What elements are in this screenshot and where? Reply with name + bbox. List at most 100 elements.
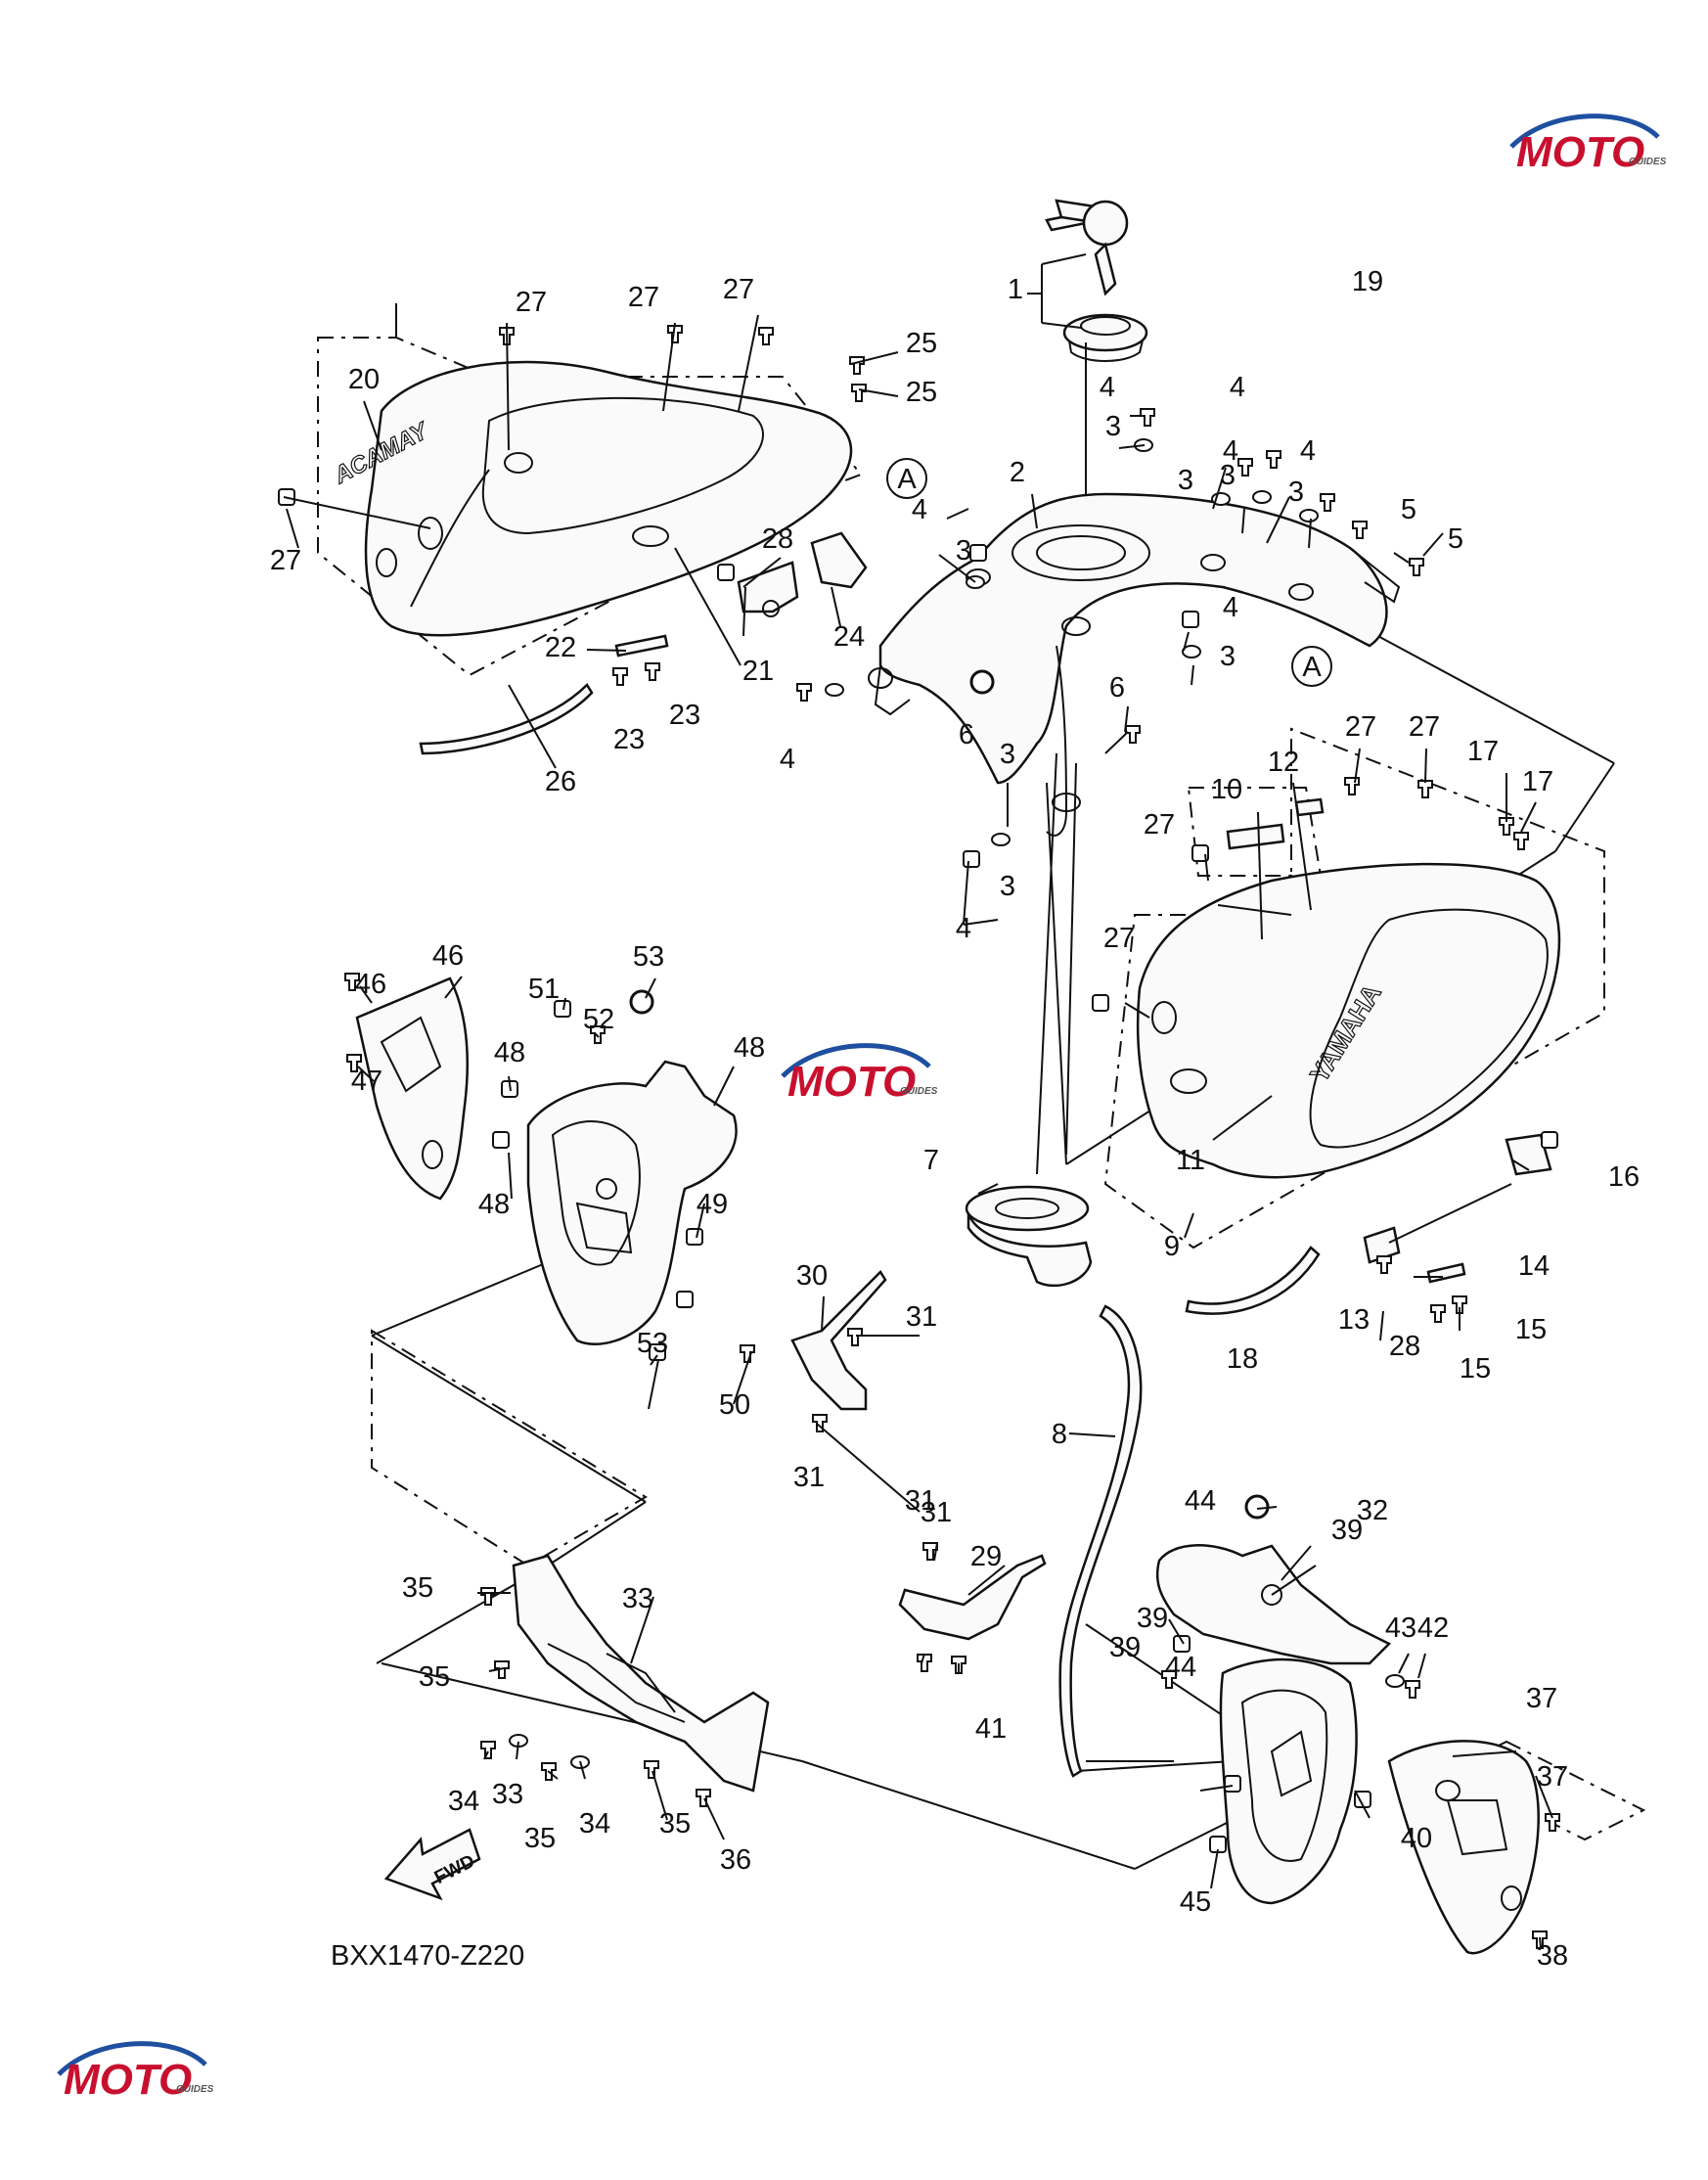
leader-line — [1068, 1432, 1116, 1437]
callout-22: 22 — [545, 632, 576, 663]
leader-line — [1535, 1775, 1553, 1819]
leader-line — [1292, 782, 1312, 911]
leader-line — [938, 554, 976, 583]
leader-line — [586, 649, 627, 652]
bolt-icon — [1417, 780, 1433, 798]
leader-line — [1104, 731, 1129, 754]
callout-15: 15 — [1515, 1314, 1547, 1345]
callout-49: 49 — [697, 1189, 728, 1220]
callout-4: 4 — [912, 494, 927, 525]
leader-line — [696, 1203, 705, 1239]
callout-5: 5 — [1401, 494, 1416, 525]
callout-35: 35 — [419, 1661, 450, 1693]
callout-25: 25 — [906, 377, 937, 408]
part-14-clip — [1426, 1262, 1466, 1284]
callout-8: 8 — [1052, 1419, 1067, 1450]
nut-icon — [1191, 844, 1209, 862]
callout-11: 11 — [1176, 1145, 1205, 1176]
leader-line — [1204, 853, 1209, 882]
grommet-icon — [629, 989, 654, 1015]
leader-line — [286, 508, 299, 549]
callout-43: 43 — [1385, 1612, 1416, 1644]
callout-27: 27 — [1103, 923, 1135, 954]
callout-34: 34 — [579, 1808, 610, 1839]
leader-line — [363, 400, 382, 451]
leader-line — [662, 322, 676, 412]
bolt-icon — [1452, 1295, 1467, 1314]
callout-33: 33 — [492, 1779, 523, 1810]
callout-24: 24 — [833, 621, 865, 653]
callout-51: 51 — [528, 974, 560, 1005]
leader-line — [933, 1542, 938, 1562]
callout-27: 27 — [1409, 711, 1440, 743]
bolt-icon — [849, 356, 865, 375]
part-21-bracket — [737, 561, 799, 617]
ref-marker-a-2-label: A — [1302, 652, 1322, 683]
watermark-logo-bottom-left: MOTO GUIDES — [57, 2041, 214, 2104]
callout-46: 46 — [432, 940, 464, 972]
leader-line — [921, 1653, 925, 1664]
watermark-text-1: MOTO — [1516, 128, 1644, 176]
callout-17: 17 — [1467, 736, 1499, 767]
callout-28: 28 — [762, 523, 793, 555]
part-10-decal — [1226, 823, 1285, 850]
leader-line — [1031, 493, 1038, 529]
watermark-subtext-2: GUIDES — [900, 1086, 938, 1097]
callout-27: 27 — [1144, 809, 1175, 840]
callout-3: 3 — [1000, 871, 1015, 902]
leader-line — [579, 1760, 586, 1780]
callout-39: 39 — [1137, 1603, 1168, 1634]
leader-line — [963, 919, 999, 926]
callout-29: 29 — [970, 1541, 1002, 1572]
diagram-code: BXX1470-Z220 — [331, 1940, 524, 1972]
callout-17: 17 — [1522, 766, 1553, 797]
nut-icon — [492, 1131, 510, 1149]
callout-45: 45 — [1180, 1886, 1211, 1918]
leader-line — [1199, 1785, 1234, 1792]
leader-line — [703, 1797, 725, 1840]
callout-3: 3 — [1105, 411, 1121, 442]
callout-28: 28 — [1389, 1331, 1420, 1362]
callout-7: 7 — [923, 1145, 939, 1176]
nut-icon — [1092, 994, 1109, 1012]
leader-line — [1510, 1158, 1530, 1171]
part-24-bracket — [810, 531, 868, 589]
callout-48: 48 — [494, 1037, 525, 1068]
callout-4: 4 — [1223, 435, 1238, 467]
callout-37: 37 — [1537, 1761, 1568, 1793]
leader-line — [1422, 532, 1444, 557]
leader-line — [1256, 1506, 1278, 1510]
leader-line — [1041, 322, 1082, 329]
callout-4: 4 — [1223, 592, 1238, 623]
part-18-rubber-strip — [1185, 1246, 1321, 1315]
bolt-icon — [1409, 558, 1424, 576]
callout-33: 33 — [622, 1583, 653, 1614]
callout-42: 42 — [1417, 1612, 1449, 1644]
callout-36: 36 — [720, 1844, 751, 1876]
leader-line — [1388, 1183, 1512, 1244]
callout-27: 27 — [516, 287, 547, 318]
fasteners — [278, 325, 1560, 1949]
callout-23: 23 — [669, 700, 700, 731]
callout-40: 40 — [1401, 1823, 1432, 1854]
leader-line — [357, 1066, 375, 1082]
leader-line — [1210, 1848, 1219, 1889]
callout-37: 37 — [1526, 1683, 1557, 1714]
nut-icon — [963, 850, 980, 868]
part-47-air-box-bracket — [526, 1060, 738, 1345]
leader-line — [283, 496, 431, 529]
callout-3: 3 — [1000, 739, 1015, 770]
callout-31: 31 — [793, 1462, 825, 1493]
watermark-subtext-3: GUIDES — [176, 2084, 214, 2095]
callout-50: 50 — [719, 1389, 750, 1421]
bolt-icon — [740, 1344, 755, 1363]
washer-icon — [1252, 490, 1272, 504]
leader-line — [506, 322, 510, 451]
leader-line — [508, 1075, 512, 1092]
callout-39: 39 — [1109, 1632, 1141, 1663]
watermark-text-3: MOTO — [64, 2056, 192, 2104]
bolt-icon — [667, 325, 683, 343]
leader-line — [742, 557, 782, 588]
